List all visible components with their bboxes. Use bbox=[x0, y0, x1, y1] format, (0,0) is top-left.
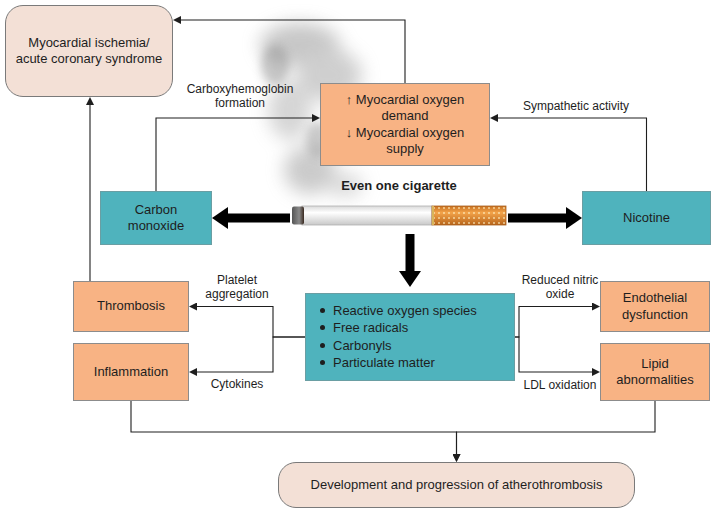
node-content: Lipid abnormalities bbox=[609, 356, 701, 389]
connector bbox=[131, 401, 457, 454]
connector bbox=[89, 105, 90, 281]
outcome-box: Myocardial ischemia/ acute coronary synd… bbox=[5, 5, 173, 97]
node-content: Myocardial ischemia/ acute coronary synd… bbox=[12, 35, 166, 68]
node-content: Thrombosis bbox=[82, 298, 180, 314]
effect-box: Inflammation bbox=[73, 343, 189, 401]
cigarette bbox=[292, 206, 506, 225]
bullet-text: Free radicals bbox=[333, 320, 408, 336]
node-content: Even one cigarette bbox=[290, 178, 508, 194]
connector bbox=[197, 307, 305, 338]
edge-label: Cytokines bbox=[206, 377, 268, 391]
edge-label: Sympathetic activity bbox=[506, 99, 646, 113]
cigarette-paper bbox=[302, 206, 432, 225]
node-text: Development and progression of atherothr… bbox=[285, 477, 628, 493]
bullet-text: Carbonyls bbox=[333, 338, 392, 354]
bullet-row: Particulate matter bbox=[320, 355, 504, 371]
edge-label: Carboxyhemoglobin formation bbox=[178, 82, 302, 111]
node-content: Carbon monoxide bbox=[109, 202, 203, 235]
effect-box: Thrombosis bbox=[73, 281, 189, 332]
bullet-row: Reactive oxygen species bbox=[320, 303, 504, 319]
bullet-text: Reactive oxygen species bbox=[333, 303, 477, 319]
effect-box: Endothelial dysfunction bbox=[600, 281, 710, 332]
connector bbox=[181, 20, 405, 83]
bullet-row: Free radicals bbox=[320, 320, 504, 336]
component-box: Carbon monoxide bbox=[100, 191, 212, 245]
node-text: Even one cigarette bbox=[290, 178, 508, 194]
connector bbox=[515, 307, 592, 338]
node-content: Inflammation bbox=[82, 364, 180, 380]
node-text: ↓ Myocardial oxygen supply bbox=[329, 125, 481, 158]
edge-label: Platelet aggregation bbox=[204, 273, 270, 302]
node-text: Thrombosis bbox=[82, 298, 180, 314]
edge-label: LDL oxidation bbox=[520, 378, 600, 392]
node-text: ↑ Myocardial oxygen demand bbox=[329, 92, 481, 125]
bullet-text: Particulate matter bbox=[333, 355, 435, 371]
connector bbox=[156, 118, 312, 191]
connector bbox=[197, 337, 305, 372]
connector bbox=[457, 401, 656, 454]
node-text: Lipid abnormalities bbox=[609, 356, 701, 389]
connector bbox=[515, 337, 592, 372]
node-text: Endothelial dysfunction bbox=[609, 290, 701, 323]
effect-box: ↑ Myocardial oxygen demand↓ Myocardial o… bbox=[320, 83, 490, 166]
outcome-box: Development and progression of atherothr… bbox=[278, 462, 635, 508]
node-content: ↑ Myocardial oxygen demand↓ Myocardial o… bbox=[329, 92, 481, 157]
bullet-dot bbox=[320, 360, 325, 365]
node-content: Reactive oxygen speciesFree radicalsCarb… bbox=[320, 302, 504, 372]
component-list-box: Reactive oxygen speciesFree radicalsCarb… bbox=[305, 293, 515, 381]
bullet-dot bbox=[320, 325, 325, 330]
component-box: Nicotine bbox=[582, 191, 711, 245]
bullet-row: Carbonyls bbox=[320, 338, 504, 354]
node-text: Myocardial ischemia/ acute coronary synd… bbox=[12, 35, 166, 68]
thick-arrow bbox=[508, 214, 566, 223]
cigarette-node: Even one cigarette bbox=[290, 178, 508, 230]
thick-arrow bbox=[406, 234, 415, 271]
node-text: Inflammation bbox=[82, 364, 180, 380]
filter-speckle bbox=[432, 206, 506, 225]
node-content: Development and progression of atherothr… bbox=[285, 477, 628, 493]
node-content: Endothelial dysfunction bbox=[609, 290, 701, 323]
node-text: Nicotine bbox=[591, 210, 702, 226]
thick-arrow bbox=[228, 214, 290, 223]
bullet-dot bbox=[320, 308, 325, 313]
filter-band bbox=[432, 206, 434, 225]
effect-box: Lipid abnormalities bbox=[600, 343, 710, 401]
connector bbox=[498, 118, 647, 191]
node-text: Carbon monoxide bbox=[109, 202, 203, 235]
edge-label: Reduced nitric oxide bbox=[521, 273, 599, 302]
bullet-dot bbox=[320, 343, 325, 348]
cigarette-ash bbox=[292, 207, 304, 225]
cigarette-filter bbox=[432, 206, 506, 225]
node-content: Nicotine bbox=[591, 210, 702, 226]
